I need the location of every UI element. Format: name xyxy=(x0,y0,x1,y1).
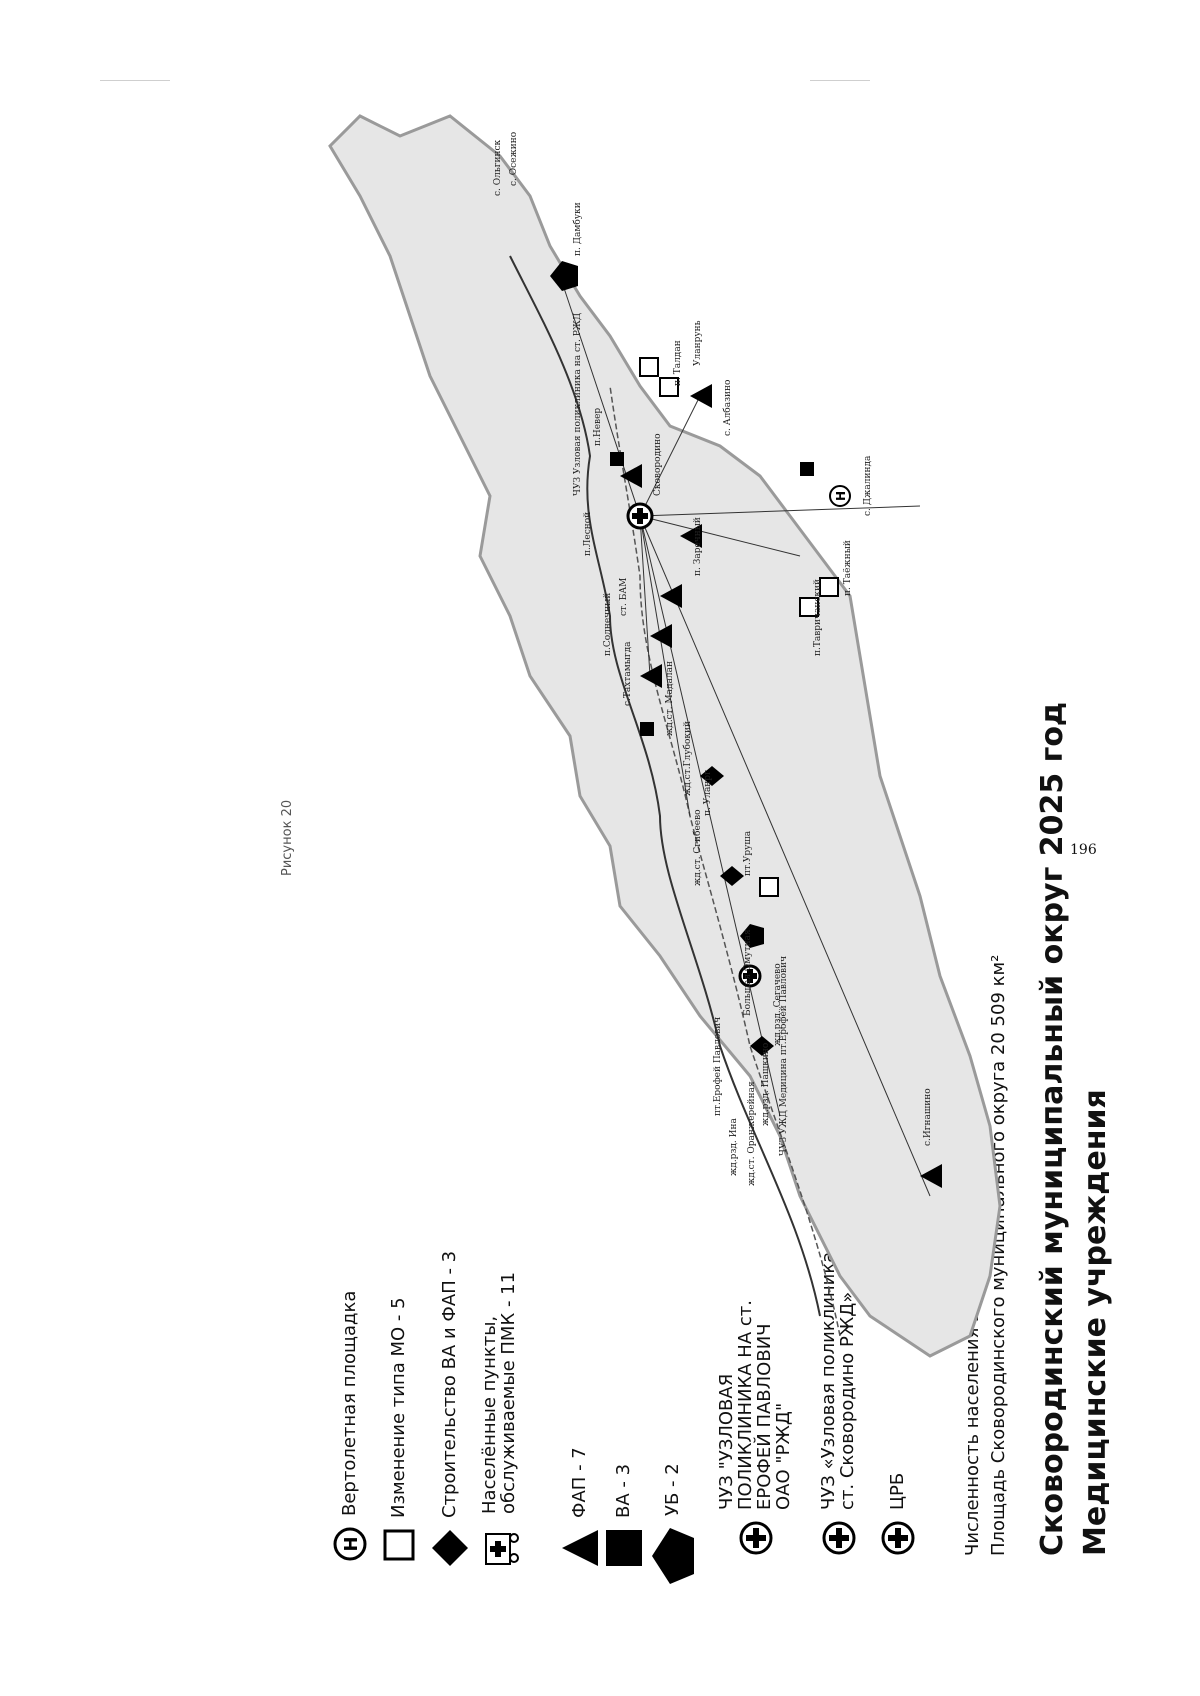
fap-marker xyxy=(650,624,672,648)
map-label: жд.рзд. Сегачево xyxy=(773,963,783,1046)
route-line xyxy=(639,515,931,1197)
pentagon-icon xyxy=(652,1528,694,1584)
fap-marker xyxy=(690,384,712,408)
map-label: жд.ст. Сгибеево xyxy=(692,809,703,886)
legend-construction: Строительство ВА и ФАП - 3 xyxy=(430,1251,470,1568)
map-label: жд.ст. Мадалан xyxy=(665,661,675,736)
crb-cross-circle-icon xyxy=(881,1521,915,1555)
map-label: п. Таёжный xyxy=(843,540,853,596)
ub-marker xyxy=(550,261,578,291)
helipad-icon: H xyxy=(333,1527,367,1561)
filled-square-icon xyxy=(606,1530,642,1566)
map-label: п. Уланрг xyxy=(703,770,713,816)
map-label: ЧУЗ УЖД Медицина пт.Ерофей Павлович xyxy=(779,956,789,1156)
legend-label: ЦРБ xyxy=(886,1472,908,1510)
legend-fap: ФАП - 7 xyxy=(560,1447,600,1568)
map-label: пт.Ерофей Павлович xyxy=(713,1017,723,1116)
empty-square-icon xyxy=(383,1529,415,1561)
legend-clinic-skovorodino: ЧУЗ «Узловая поликлиника на ст. Сковород… xyxy=(818,1223,858,1556)
scan-mark xyxy=(810,80,870,81)
route-line xyxy=(639,515,781,1117)
legend-pmk: Населённые пункты, обслуживаемые ПМК - 1… xyxy=(479,1272,520,1568)
legend-helipad: H Вертолетная площадка xyxy=(332,1291,368,1562)
route-line xyxy=(639,515,651,677)
crb-marker xyxy=(626,502,654,530)
empty-square-marker xyxy=(759,877,779,897)
map-label: пт.Уруша xyxy=(743,830,753,876)
page-number: 196 xyxy=(1070,842,1097,858)
ub-marker xyxy=(740,924,764,948)
route-line xyxy=(639,505,921,517)
map-label: п. Заречный xyxy=(693,517,703,576)
map-label: п.Тавричанский xyxy=(813,579,823,656)
map-label: жд.рзд. Ина xyxy=(729,1118,739,1176)
empty-square-marker xyxy=(799,597,819,617)
map-label: с.Тахтамыгда xyxy=(623,641,633,706)
triangle-icon xyxy=(562,1530,598,1566)
mobile-clinic-icon xyxy=(485,1533,519,1565)
map-label: п. Талдан xyxy=(673,340,683,386)
clinic-cross-circle-icon xyxy=(739,1521,773,1555)
va-marker xyxy=(640,722,654,736)
fap-marker xyxy=(920,1164,942,1188)
diamond-icon xyxy=(432,1530,468,1566)
helipad-marker: H xyxy=(829,485,851,507)
clinic-cross-circle-icon xyxy=(822,1521,856,1555)
map-label: п.Невер xyxy=(593,408,603,446)
va-marker xyxy=(610,452,624,466)
route-lines xyxy=(559,275,931,1197)
diamond-marker xyxy=(720,866,744,886)
legend-label: ФАП - 7 xyxy=(568,1447,590,1518)
svg-text:H: H xyxy=(341,1536,362,1551)
empty-square-marker xyxy=(639,357,659,377)
map-label: п. Дамбуки xyxy=(572,202,583,256)
map-label: Сковородино xyxy=(653,433,663,496)
fap-marker xyxy=(620,464,642,488)
legend-type-change: Изменение типа МО - 5 xyxy=(382,1297,416,1562)
diamond-marker xyxy=(750,1036,774,1056)
map-label: с.Игнашино xyxy=(923,1088,933,1146)
railway xyxy=(609,385,841,1337)
fap-marker xyxy=(680,524,702,548)
district-boundary xyxy=(328,114,1002,1358)
va-marker xyxy=(800,462,814,476)
map-label: Уланрунь xyxy=(693,320,703,366)
empty-square-marker xyxy=(659,377,679,397)
map-label: Большая Омутная xyxy=(743,929,753,1016)
legend-crb: ЦРБ xyxy=(880,1473,916,1556)
map-label: с. Албазино xyxy=(722,380,733,436)
title-line-2: Сковородинский муниципальный округ 2025 … xyxy=(1035,701,1070,1556)
legend-clinic-erofei: ЧУЗ "УЗЛОВАЯ ПОЛИКЛИНИКА НА ст. ЕРОФЕЙ П… xyxy=(716,1300,794,1556)
legend-va: ВА - 3 xyxy=(604,1464,644,1568)
diamond-marker xyxy=(700,766,724,786)
fap-marker xyxy=(660,584,682,608)
fap-marker xyxy=(640,664,662,688)
map-label: жд.ст.Глубокий xyxy=(682,721,693,796)
legend-label: УБ - 2 xyxy=(661,1463,683,1516)
title-line-1: Медицинские учреждения xyxy=(1078,1089,1113,1556)
clinic-marker xyxy=(738,964,762,988)
map-label: п.Солнечный xyxy=(603,593,613,656)
route-line xyxy=(639,395,701,517)
river xyxy=(509,255,821,1317)
route-line xyxy=(639,515,801,557)
map-label: ЧУЗ Узловая поликлиника на ст. РЖД xyxy=(573,313,583,496)
map-label: п.Лесной xyxy=(583,512,593,556)
svg-text:H: H xyxy=(834,491,848,501)
scan-mark xyxy=(100,80,170,81)
legend-ub: УБ - 2 xyxy=(650,1463,696,1586)
map-label: с. Осежино xyxy=(509,132,519,186)
legend-label: ВА - 3 xyxy=(612,1463,634,1518)
map-label: ст. БАМ xyxy=(619,578,629,616)
map-label: с. Ольгинск xyxy=(493,139,503,196)
district-map: H п.Солнечный ст. БАМ с.Тахтамыгда жд.ст… xyxy=(328,114,1002,1358)
map-label: жд.рзд. Пашкино xyxy=(761,1043,771,1126)
map-label: жд.ст. Оранжерейная xyxy=(747,1081,757,1186)
route-line xyxy=(639,515,691,817)
empty-square-marker xyxy=(819,577,839,597)
map-label: с. Джалинда xyxy=(863,455,873,516)
map-labels: п.Солнечный ст. БАМ с.Тахтамыгда жд.ст. … xyxy=(493,132,933,1186)
